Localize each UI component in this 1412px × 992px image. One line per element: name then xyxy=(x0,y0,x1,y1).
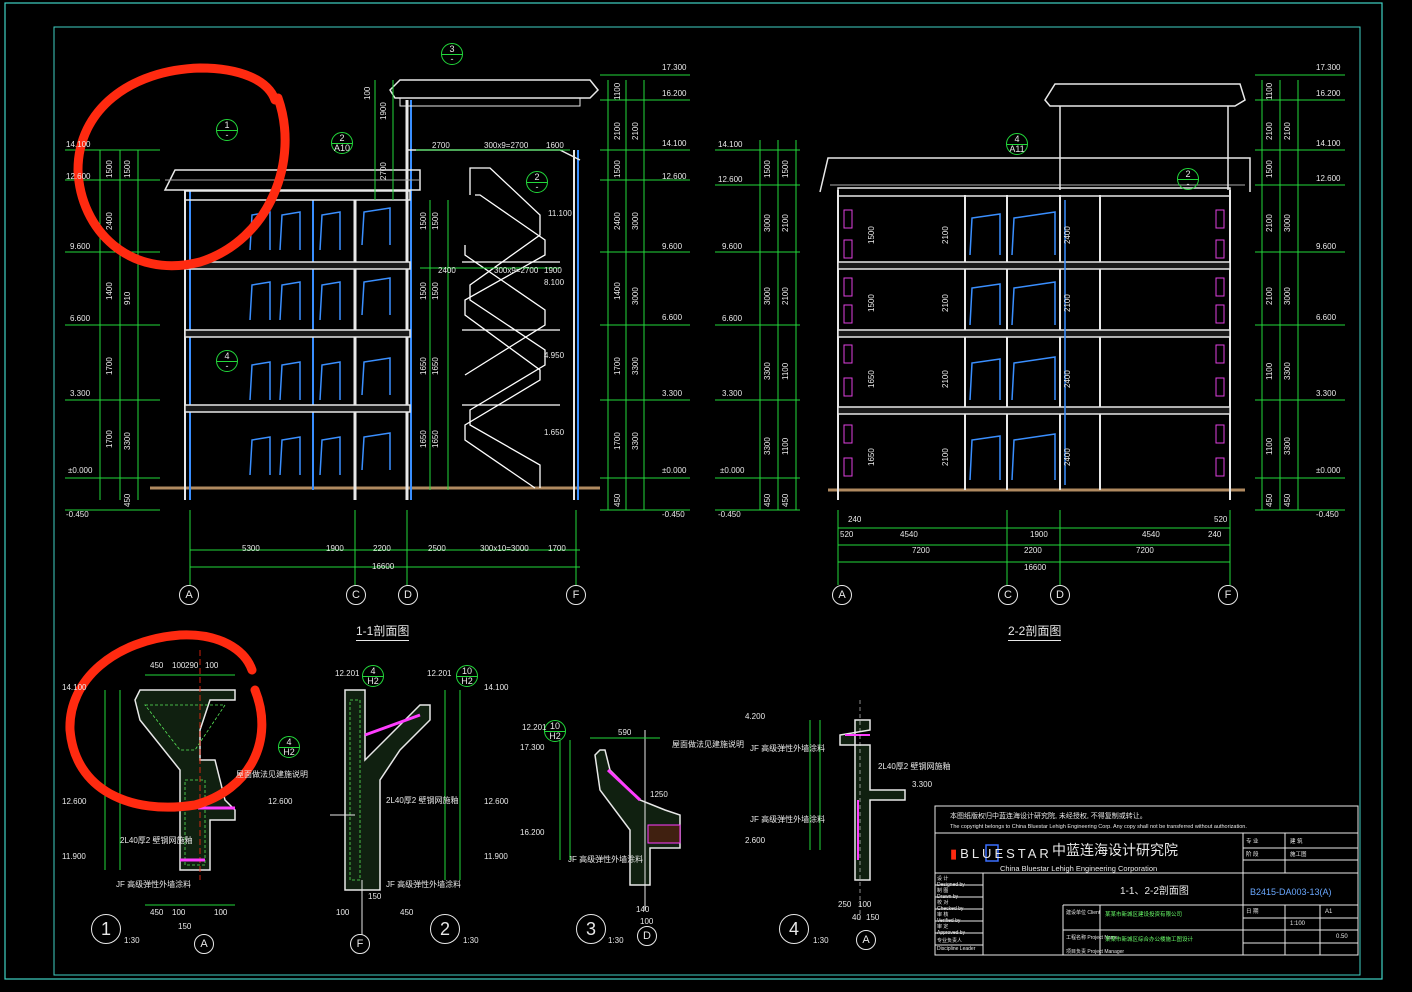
svg-text:3300: 3300 xyxy=(631,357,640,375)
svg-text:2100: 2100 xyxy=(781,287,790,305)
svg-text:3000: 3000 xyxy=(631,212,640,230)
svg-text:1500: 1500 xyxy=(867,294,876,312)
svg-text:2400: 2400 xyxy=(1063,448,1072,466)
svg-text:100: 100 xyxy=(363,86,372,100)
svg-text:3300: 3300 xyxy=(1283,437,1292,455)
svg-text:3000: 3000 xyxy=(631,287,640,305)
svg-text:450: 450 xyxy=(1283,493,1292,507)
svg-text:1650: 1650 xyxy=(867,448,876,466)
svg-text:1500: 1500 xyxy=(431,212,440,230)
svg-text:3000: 3000 xyxy=(763,214,772,232)
svg-text:2100: 2100 xyxy=(781,214,790,232)
inner-frame xyxy=(53,26,1361,976)
svg-text:3300: 3300 xyxy=(631,432,640,450)
svg-text:1650: 1650 xyxy=(867,370,876,388)
section-1-1: 1500 2400 1400 1700 1700 1500 910 3300 4… xyxy=(65,74,690,585)
outer-frame xyxy=(4,2,1383,980)
svg-text:450: 450 xyxy=(781,493,790,507)
svg-text:1500: 1500 xyxy=(781,160,790,178)
svg-text:2400: 2400 xyxy=(613,212,622,230)
svg-text:450: 450 xyxy=(123,493,132,507)
red-markup-circle-bottom xyxy=(65,630,267,812)
svg-text:3000: 3000 xyxy=(1283,214,1292,232)
svg-text:1900: 1900 xyxy=(379,102,388,120)
svg-text:3300: 3300 xyxy=(763,437,772,455)
svg-text:3300: 3300 xyxy=(763,362,772,380)
svg-text:2100: 2100 xyxy=(1265,287,1274,305)
svg-text:1500: 1500 xyxy=(419,282,428,300)
svg-text:1400: 1400 xyxy=(105,282,114,300)
svg-text:910: 910 xyxy=(123,291,132,305)
svg-text:450: 450 xyxy=(763,493,772,507)
svg-text:450: 450 xyxy=(613,493,622,507)
section-2-2: 1500 3000 3000 3300 3300 450 1500 2100 2… xyxy=(715,74,1345,585)
svg-text:1500: 1500 xyxy=(123,160,132,178)
svg-text:1100: 1100 xyxy=(781,362,790,380)
svg-text:1100: 1100 xyxy=(781,437,790,455)
svg-text:2100: 2100 xyxy=(941,370,950,388)
svg-text:2100: 2100 xyxy=(941,448,950,466)
svg-text:1100: 1100 xyxy=(1265,437,1274,455)
svg-text:1700: 1700 xyxy=(613,357,622,375)
svg-text:3000: 3000 xyxy=(1283,287,1292,305)
svg-text:3300: 3300 xyxy=(1283,362,1292,380)
svg-text:1500: 1500 xyxy=(613,160,622,178)
svg-text:2400: 2400 xyxy=(1063,226,1072,244)
svg-text:2100: 2100 xyxy=(1283,122,1292,140)
title-block-frame xyxy=(934,805,1359,956)
svg-text:1650: 1650 xyxy=(419,430,428,448)
svg-text:2100: 2100 xyxy=(941,294,950,312)
svg-text:1100: 1100 xyxy=(1265,82,1274,100)
detail-drawings xyxy=(104,650,906,935)
svg-text:2700: 2700 xyxy=(379,162,388,180)
svg-text:1650: 1650 xyxy=(419,357,428,375)
svg-text:1500: 1500 xyxy=(867,226,876,244)
svg-text:1500: 1500 xyxy=(763,160,772,178)
svg-text:2100: 2100 xyxy=(1063,294,1072,312)
svg-text:1500: 1500 xyxy=(105,160,114,178)
svg-text:2100: 2100 xyxy=(1265,214,1274,232)
svg-text:1500: 1500 xyxy=(1265,160,1274,178)
svg-text:1650: 1650 xyxy=(431,357,440,375)
svg-text:450: 450 xyxy=(1265,493,1274,507)
svg-text:1700: 1700 xyxy=(105,357,114,375)
svg-text:3000: 3000 xyxy=(763,287,772,305)
svg-text:1650: 1650 xyxy=(431,430,440,448)
svg-text:2400: 2400 xyxy=(105,212,114,230)
svg-text:2400: 2400 xyxy=(1063,370,1072,388)
svg-text:1100: 1100 xyxy=(1265,362,1274,380)
logo-r-mark xyxy=(985,844,999,862)
svg-text:2100: 2100 xyxy=(631,122,640,140)
svg-text:2100: 2100 xyxy=(613,122,622,140)
svg-text:1700: 1700 xyxy=(613,432,622,450)
red-markup-circle-top xyxy=(73,63,290,271)
svg-text:2100: 2100 xyxy=(1265,122,1274,140)
svg-text:3300: 3300 xyxy=(123,432,132,450)
svg-text:1100: 1100 xyxy=(613,82,622,100)
svg-text:1700: 1700 xyxy=(105,430,114,448)
svg-text:2100: 2100 xyxy=(941,226,950,244)
svg-text:1500: 1500 xyxy=(419,212,428,230)
svg-text:1500: 1500 xyxy=(431,282,440,300)
svg-text:1400: 1400 xyxy=(613,282,622,300)
